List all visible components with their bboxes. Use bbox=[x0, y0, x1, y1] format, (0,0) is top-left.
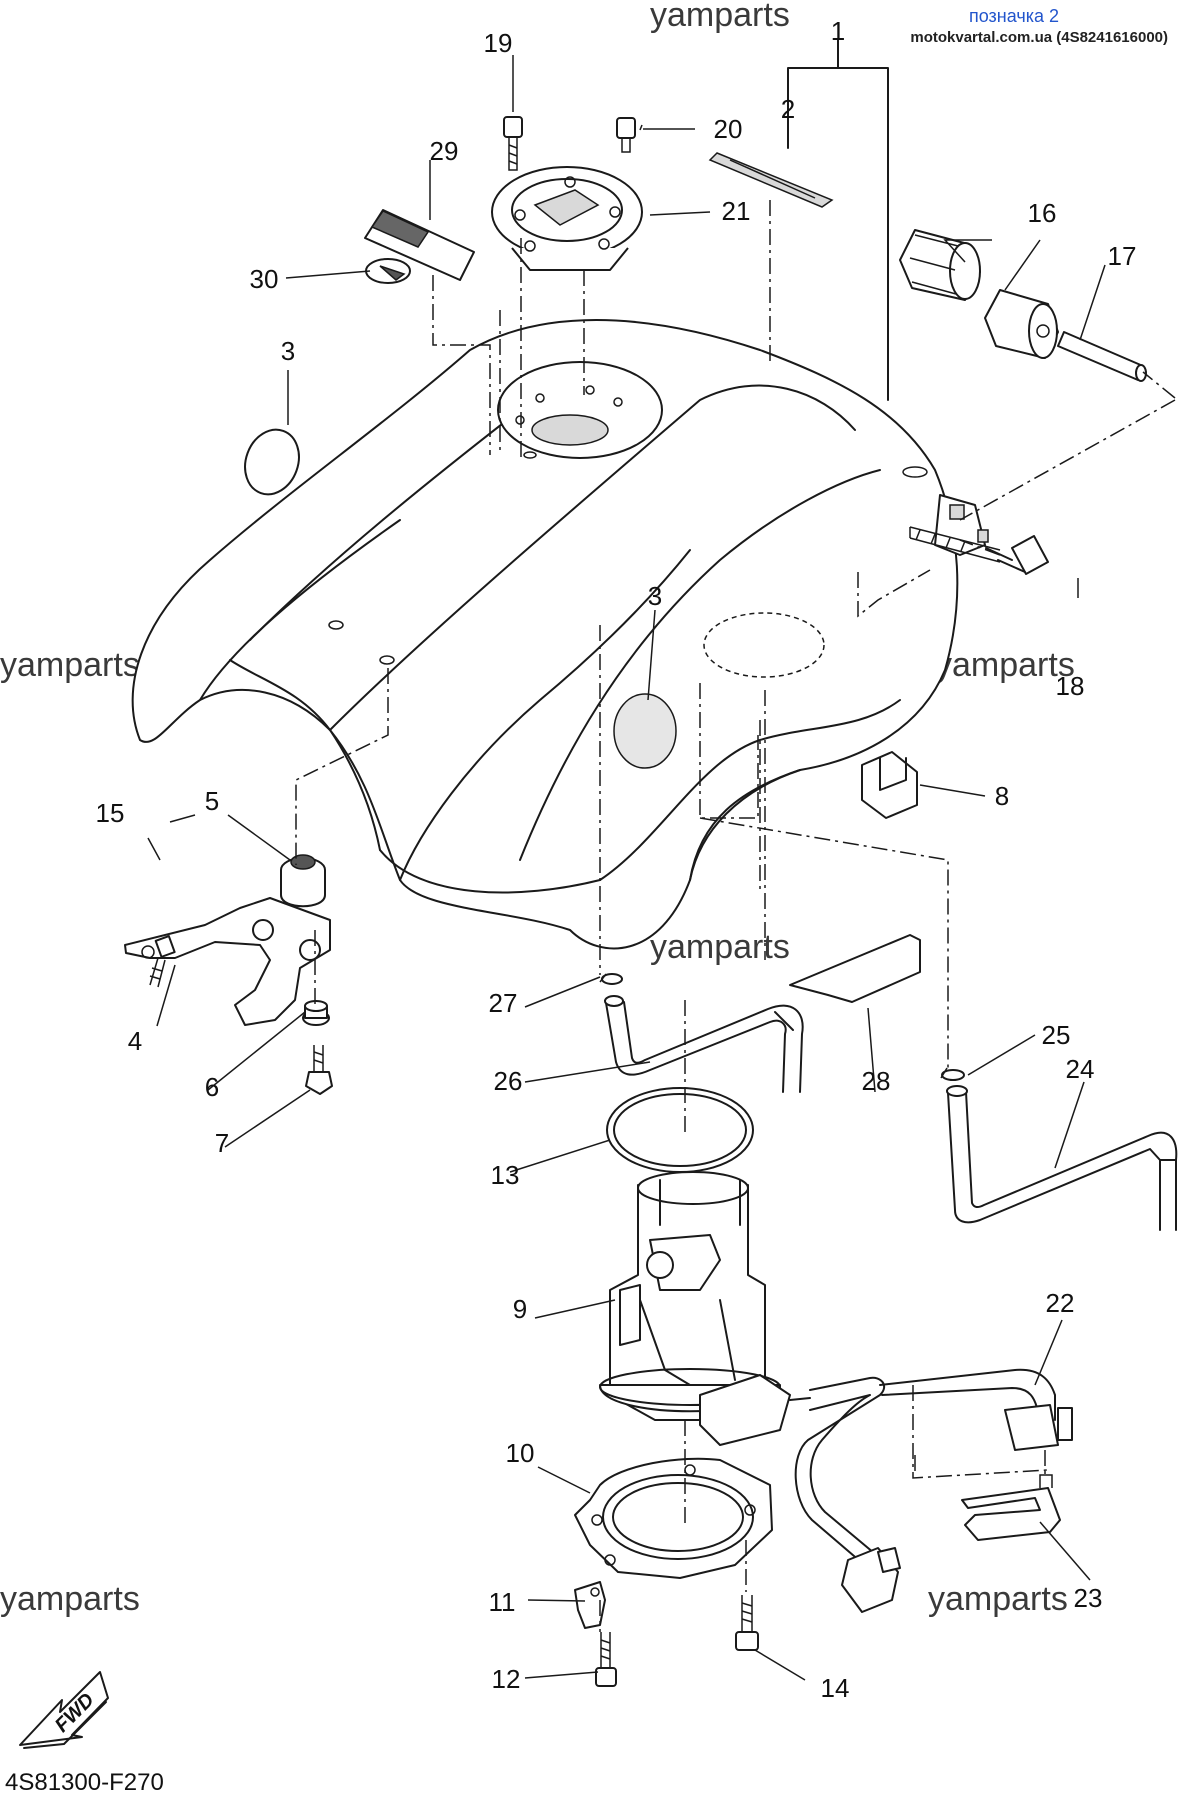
pad-28 bbox=[789, 934, 921, 1003]
fuel-cap bbox=[491, 166, 643, 271]
decal-3-left bbox=[244, 428, 300, 496]
header-source: motokvartal.com.ua (4S8241616000) bbox=[910, 29, 1168, 46]
callout-27: 27 bbox=[489, 988, 518, 1018]
callout-9: 9 bbox=[513, 1294, 527, 1324]
hose-26 bbox=[604, 995, 804, 1093]
callout-20: 20 bbox=[714, 114, 743, 144]
bracket-4 bbox=[124, 897, 331, 1026]
damper-5 bbox=[280, 854, 326, 908]
callout-7: 7 bbox=[215, 1128, 229, 1158]
hose-24 bbox=[946, 1085, 1178, 1231]
bracket-11 bbox=[574, 1581, 606, 1629]
callout-15: 15 bbox=[96, 798, 125, 828]
callout-18: 18 bbox=[1056, 671, 1085, 701]
decal-area-outline bbox=[703, 612, 825, 678]
callout-21: 21 bbox=[722, 196, 751, 226]
bolt-19 bbox=[503, 116, 523, 171]
damper-8 bbox=[861, 751, 918, 819]
callout-23: 23 bbox=[1074, 1583, 1103, 1613]
callout-14: 14 bbox=[821, 1673, 850, 1703]
watermark: yamparts bbox=[650, 0, 790, 34]
watermark: yamparts bbox=[650, 928, 790, 966]
fuel-pump-9 bbox=[599, 1171, 811, 1446]
watermark: yamparts bbox=[935, 646, 1075, 684]
fuel-hose-22 bbox=[794, 1368, 1073, 1613]
collar-6 bbox=[302, 1000, 330, 1026]
callout-25: 25 bbox=[1042, 1020, 1071, 1050]
o-ring-13 bbox=[606, 1087, 754, 1173]
header-label: позначка 2 bbox=[969, 6, 1059, 26]
callout-26: 26 bbox=[494, 1066, 523, 1096]
damper-16 bbox=[899, 229, 1059, 359]
callout-8: 8 bbox=[995, 781, 1009, 811]
bolt-7 bbox=[305, 1045, 333, 1095]
collar-17 bbox=[1057, 331, 1147, 382]
callout-16: 16 bbox=[1028, 198, 1057, 228]
callout-10: 10 bbox=[506, 1438, 535, 1468]
callout-22: 22 bbox=[1046, 1288, 1075, 1318]
callout-29: 29 bbox=[430, 136, 459, 166]
clip-27 bbox=[599, 973, 623, 985]
fwd-arrow-icon: FWD bbox=[19, 1671, 109, 1749]
callout-6: 6 bbox=[205, 1072, 219, 1102]
bolt-15 bbox=[149, 935, 176, 988]
callout-13: 13 bbox=[491, 1160, 520, 1190]
bolt-20 bbox=[616, 117, 636, 153]
callout-24: 24 bbox=[1066, 1054, 1095, 1084]
callout-12: 12 bbox=[492, 1664, 521, 1694]
diagram-code: 4S81300-F270 bbox=[5, 1769, 164, 1796]
leader-lines bbox=[147, 55, 1106, 1681]
plate-10 bbox=[574, 1457, 773, 1579]
reference-bracket-1 bbox=[787, 39, 889, 401]
callout-30: 30 bbox=[250, 264, 279, 294]
callout-28: 28 bbox=[862, 1066, 891, 1096]
callout-3-left: 3 bbox=[281, 336, 295, 366]
bolt-14 bbox=[735, 1595, 759, 1651]
clip-25 bbox=[940, 1067, 965, 1081]
callout-19: 19 bbox=[484, 28, 513, 58]
callout-17: 17 bbox=[1108, 241, 1137, 271]
callout-2: 2 bbox=[781, 94, 795, 124]
callout-5: 5 bbox=[205, 786, 219, 816]
clip-23 bbox=[961, 1474, 1061, 1541]
fuel-tank bbox=[131, 319, 989, 950]
assembly-lines bbox=[295, 200, 1176, 1632]
watermark: yamparts bbox=[928, 1580, 1068, 1618]
decal-3-center bbox=[613, 693, 677, 769]
callout-3-center: 3 bbox=[648, 581, 662, 611]
bolt-12 bbox=[595, 1632, 617, 1687]
callout-11: 11 bbox=[489, 1587, 516, 1617]
callout-1: 1 bbox=[831, 16, 845, 46]
emblem-strip bbox=[708, 152, 834, 208]
watermark: yamparts bbox=[0, 1580, 140, 1618]
watermark: yamparts bbox=[0, 646, 140, 684]
callout-4: 4 bbox=[128, 1026, 142, 1056]
